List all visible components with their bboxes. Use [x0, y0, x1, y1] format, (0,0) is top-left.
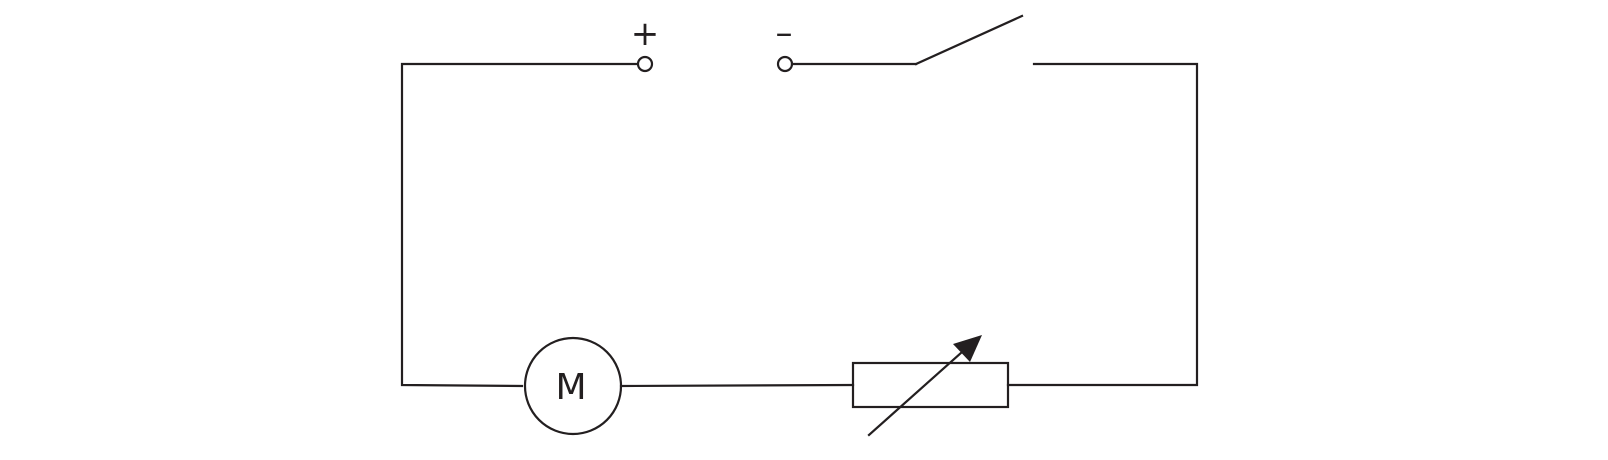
variable-resistor-arrow	[867, 350, 964, 437]
positive-terminal-label: +	[631, 14, 660, 54]
motor-label: M	[555, 367, 586, 408]
wire-motor-to-resistor	[619, 383, 855, 388]
negative-terminal-label: –	[776, 13, 793, 53]
negative-terminal	[776, 55, 794, 73]
positive-terminal	[636, 55, 654, 73]
variable-resistor-body	[851, 361, 1010, 409]
wire-top-left	[400, 62, 640, 388]
variable-resistor-arrowhead	[953, 335, 982, 362]
wire-right	[1006, 62, 1199, 387]
switch-blade	[914, 14, 1024, 66]
